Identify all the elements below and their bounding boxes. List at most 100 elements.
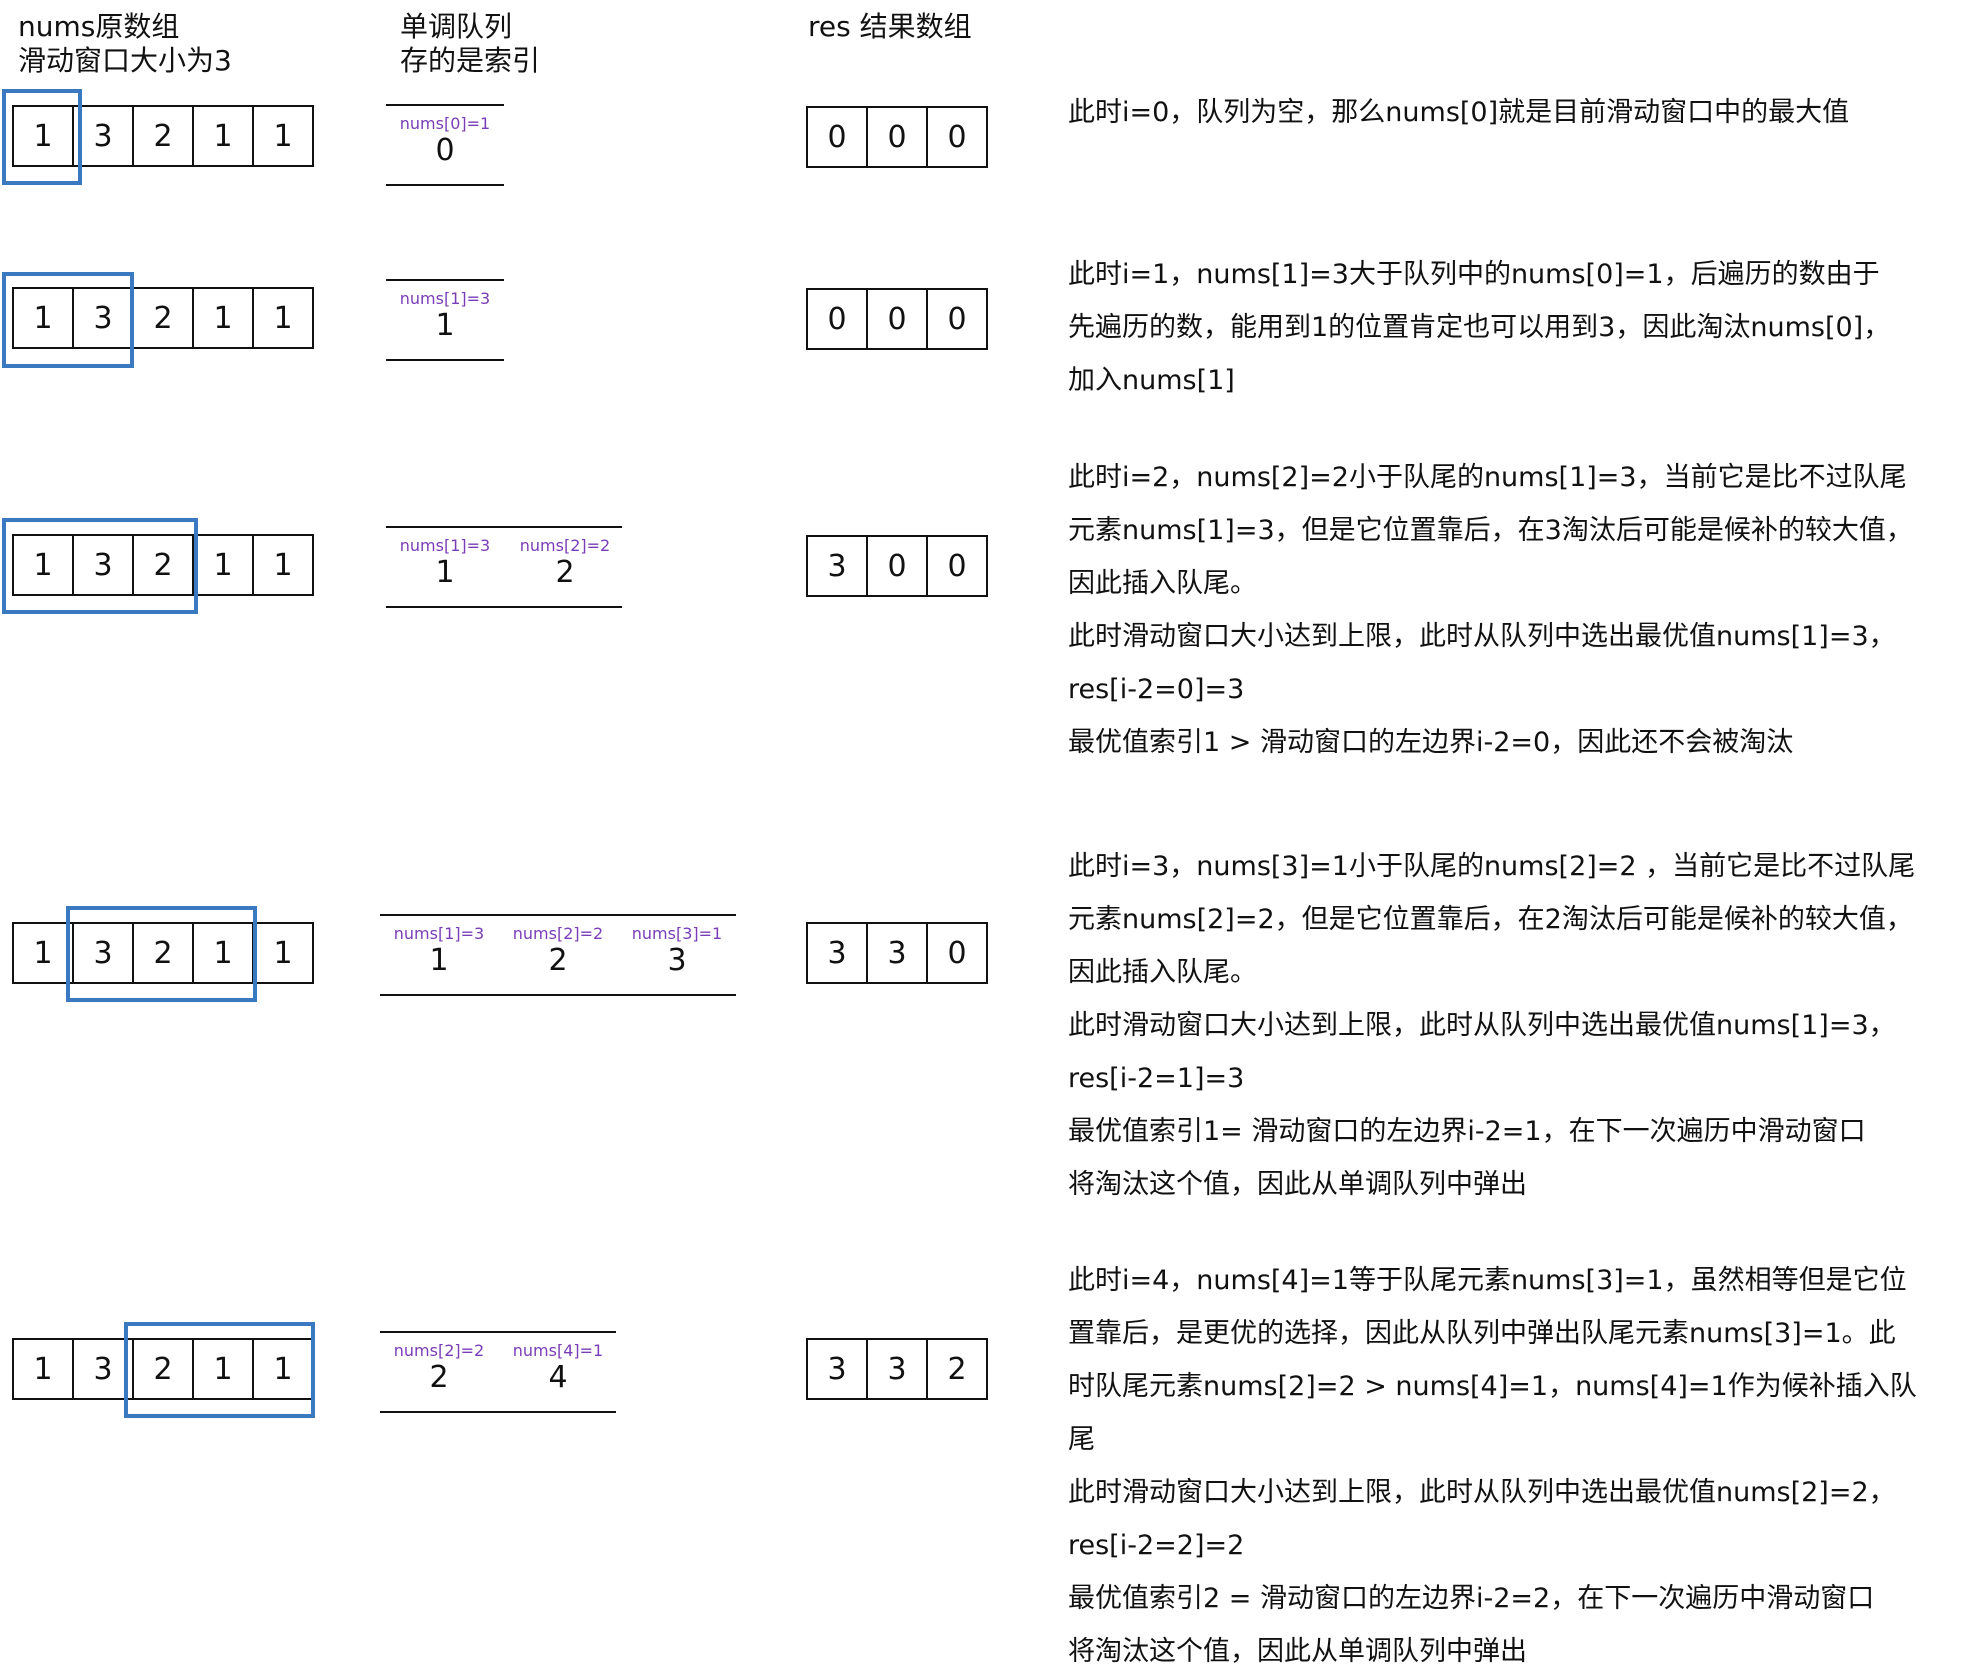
res-cell: 0: [926, 106, 988, 168]
monotonic-queue: nums[1]=3 1: [386, 279, 504, 361]
nums-cell: 1: [12, 534, 74, 596]
queue-item: nums[2]=2 2: [379, 1341, 499, 1395]
queue-item: nums[2]=2 2: [505, 536, 625, 590]
nums-cell: 1: [252, 105, 314, 167]
description-line: res[i-2=1]=3: [1068, 1063, 1245, 1094]
queue-item: nums[1]=3 1: [379, 924, 499, 978]
description-line: 此时滑动窗口大小达到上限，此时从队列中选出最优值nums[1]=3，: [1068, 1010, 1896, 1041]
nums-cell: 2: [132, 534, 194, 596]
nums-cell: 1: [12, 922, 74, 984]
res-cell: 3: [866, 922, 928, 984]
nums-cell: 1: [12, 1338, 74, 1400]
sliding-window: [2, 518, 198, 614]
queue-item-label: nums[1]=3: [399, 289, 491, 308]
step-description: 此时i=3，nums[3]=1小于队尾的nums[2]=2 ，当前它是比不过队尾…: [1068, 840, 1968, 1211]
nums-array: 1 3 2 1 1: [12, 105, 314, 167]
res-cell: 0: [866, 106, 928, 168]
nums-cell: 2: [132, 287, 194, 349]
res-array: 0 0 0: [806, 106, 988, 168]
nums-cell: 1: [192, 105, 254, 167]
res-array: 0 0 0: [806, 288, 988, 350]
nums-cell: 1: [192, 1338, 254, 1400]
queue-item: nums[3]=1 3: [617, 924, 737, 978]
description-line: 将淘汰这个值，因此从单调队列中弹出: [1068, 1636, 1527, 1667]
sliding-window: [2, 272, 134, 368]
queue-item-index: 2: [555, 555, 575, 590]
queue-item-index: 4: [548, 1360, 568, 1395]
queue-item-label: nums[1]=3: [399, 536, 491, 555]
queue-item-index: 0: [435, 133, 455, 168]
nums-array: 1 3 2 1 1: [12, 1338, 314, 1400]
queue-item-label: nums[2]=2: [512, 924, 604, 943]
res-array: 3 3 2: [806, 1338, 988, 1400]
res-cell: 0: [866, 288, 928, 350]
description-line: 时队尾元素nums[2]=2 > nums[4]=1，nums[4]=1作为候补…: [1068, 1371, 1917, 1402]
nums-cell: 2: [132, 105, 194, 167]
description-line: 置靠后，是更优的选择，因此从队列中弹出队尾元素nums[3]=1。此: [1068, 1318, 1896, 1349]
res-cell: 0: [926, 288, 988, 350]
description-line: 此时i=1，nums[1]=3大于队列中的nums[0]=1，后遍历的数由于: [1068, 259, 1880, 290]
description-line: 最优值索引2 = 滑动窗口的左边界i-2=2，在下一次遍历中滑动窗口: [1068, 1583, 1875, 1614]
monotonic-queue: nums[1]=3 1 nums[2]=2 2: [386, 526, 622, 608]
description-line: 最优值索引1 > 滑动窗口的左边界i-2=0，因此还不会被淘汰: [1068, 727, 1794, 758]
description-line: 元素nums[2]=2，但是它位置靠后，在2淘汰后可能是候补的较大值，: [1068, 904, 1913, 935]
queue-item-label: nums[0]=1: [399, 114, 491, 133]
queue-item: nums[1]=3 1: [385, 536, 505, 590]
description-line: 将淘汰这个值，因此从单调队列中弹出: [1068, 1169, 1527, 1200]
nums-cell: 1: [12, 287, 74, 349]
queue-header-line2: 存的是索引: [400, 44, 541, 77]
nums-cell: 1: [12, 105, 74, 167]
nums-cell: 1: [192, 287, 254, 349]
res-array: 3 0 0: [806, 535, 988, 597]
res-array: 3 3 0: [806, 922, 988, 984]
description-line: 最优值索引1= 滑动窗口的左边界i-2=1，在下一次遍历中滑动窗口: [1068, 1116, 1866, 1147]
monotonic-queue: nums[0]=1 0: [386, 104, 504, 186]
queue-item: nums[2]=2 2: [498, 924, 618, 978]
nums-cell: 1: [252, 534, 314, 596]
res-cell: 0: [926, 535, 988, 597]
description-line: 加入nums[1]: [1068, 365, 1235, 396]
queue-item-label: nums[3]=1: [631, 924, 723, 943]
res-cell: 3: [806, 922, 868, 984]
description-line: 此时滑动窗口大小达到上限，此时从队列中选出最优值nums[2]=2，: [1068, 1477, 1896, 1508]
res-cell: 3: [806, 1338, 868, 1400]
sliding-window: [124, 1322, 315, 1418]
nums-cell: 3: [72, 534, 134, 596]
description-line: 因此插入队尾。: [1068, 957, 1257, 988]
queue-header-line1: 单调队列: [400, 10, 513, 43]
nums-cell: 3: [72, 1338, 134, 1400]
nums-cell: 3: [72, 105, 134, 167]
nums-header: nums原数组 滑动窗口大小为3: [18, 10, 232, 78]
sliding-window: [2, 89, 82, 185]
nums-cell: 1: [252, 287, 314, 349]
description-line: 此时i=3，nums[3]=1小于队尾的nums[2]=2 ，当前它是比不过队尾: [1068, 851, 1916, 882]
step-description: 此时i=1，nums[1]=3大于队列中的nums[0]=1，后遍历的数由于 先…: [1068, 248, 1968, 407]
res-cell: 0: [806, 288, 868, 350]
description-line: res[i-2=2]=2: [1068, 1530, 1245, 1561]
res-cell: 0: [926, 922, 988, 984]
nums-cell: 1: [252, 922, 314, 984]
queue-item-label: nums[1]=3: [393, 924, 485, 943]
nums-cell: 2: [132, 922, 194, 984]
queue-header: 单调队列 存的是索引: [400, 10, 540, 78]
nums-cell: 1: [192, 534, 254, 596]
queue-item: nums[4]=1 4: [498, 1341, 618, 1395]
monotonic-queue: nums[1]=3 1 nums[2]=2 2 nums[3]=1 3: [380, 914, 736, 996]
description-line: 此时i=2，nums[2]=2小于队尾的nums[1]=3，当前它是比不过队尾: [1068, 462, 1907, 493]
queue-item-label: nums[2]=2: [519, 536, 611, 555]
nums-cell: 3: [72, 287, 134, 349]
nums-array: 1 3 2 1 1: [12, 287, 314, 349]
queue-item: nums[1]=3 1: [385, 289, 505, 343]
monotonic-queue: nums[2]=2 2 nums[4]=1 4: [380, 1331, 616, 1413]
res-header: res 结果数组: [808, 10, 972, 43]
nums-header-line1: nums原数组: [18, 10, 180, 43]
queue-item-index: 1: [435, 555, 455, 590]
res-cell: 3: [806, 535, 868, 597]
queue-item-label: nums[2]=2: [393, 1341, 485, 1360]
nums-header-line2: 滑动窗口大小为3: [18, 44, 232, 77]
queue-item-index: 2: [548, 943, 568, 978]
description-line: 尾: [1068, 1424, 1095, 1455]
step-description: 此时i=2，nums[2]=2小于队尾的nums[1]=3，当前它是比不过队尾 …: [1068, 451, 1968, 769]
description-line: 此时滑动窗口大小达到上限，此时从队列中选出最优值nums[1]=3，: [1068, 621, 1896, 652]
nums-array: 1 3 2 1 1: [12, 534, 314, 596]
